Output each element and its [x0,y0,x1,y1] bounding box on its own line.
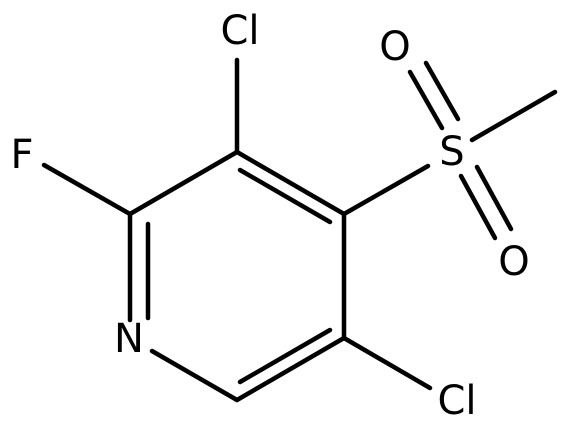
bond-c2-f [41,162,133,217]
bond-s-o-top-b [423,60,461,122]
atom-n: N [114,316,144,362]
bond-s-o-bottom-b [474,164,514,232]
atom-cl-top: Cl [220,8,259,54]
bond-s-methyl [469,89,558,143]
bond-c5-c6 [234,335,347,403]
bond-c6-n [149,348,240,403]
bond-c3-c4 [234,149,347,217]
bond-c4-s [341,163,431,217]
bond-c5-cl [341,335,433,391]
atom-o-top: O [379,24,410,70]
bond-c2-c3 [127,149,240,217]
atom-s: S [439,129,464,175]
bond-c5-c6-inner [237,327,333,385]
bond-c3-c4-inner [237,167,333,225]
atom-cl-bottom: Cl [437,378,476,424]
bond-s-o-top-a [407,69,445,131]
atom-o-bottom: O [498,239,529,285]
bond-s-o-bottom-a [458,173,498,241]
atom-f: F [10,132,33,178]
